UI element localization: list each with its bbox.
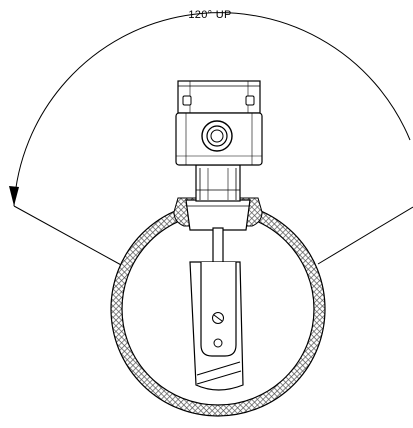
limit-line-left xyxy=(13,205,124,267)
paddle xyxy=(189,261,244,391)
limit-line-right xyxy=(317,206,413,265)
mounting-nut xyxy=(185,199,251,231)
angle-arc xyxy=(13,12,411,207)
angle-label: 120° UP xyxy=(188,9,232,21)
arc-arrowhead-left xyxy=(9,186,19,206)
cable-gland xyxy=(201,120,233,152)
sensor-neck xyxy=(195,164,241,202)
